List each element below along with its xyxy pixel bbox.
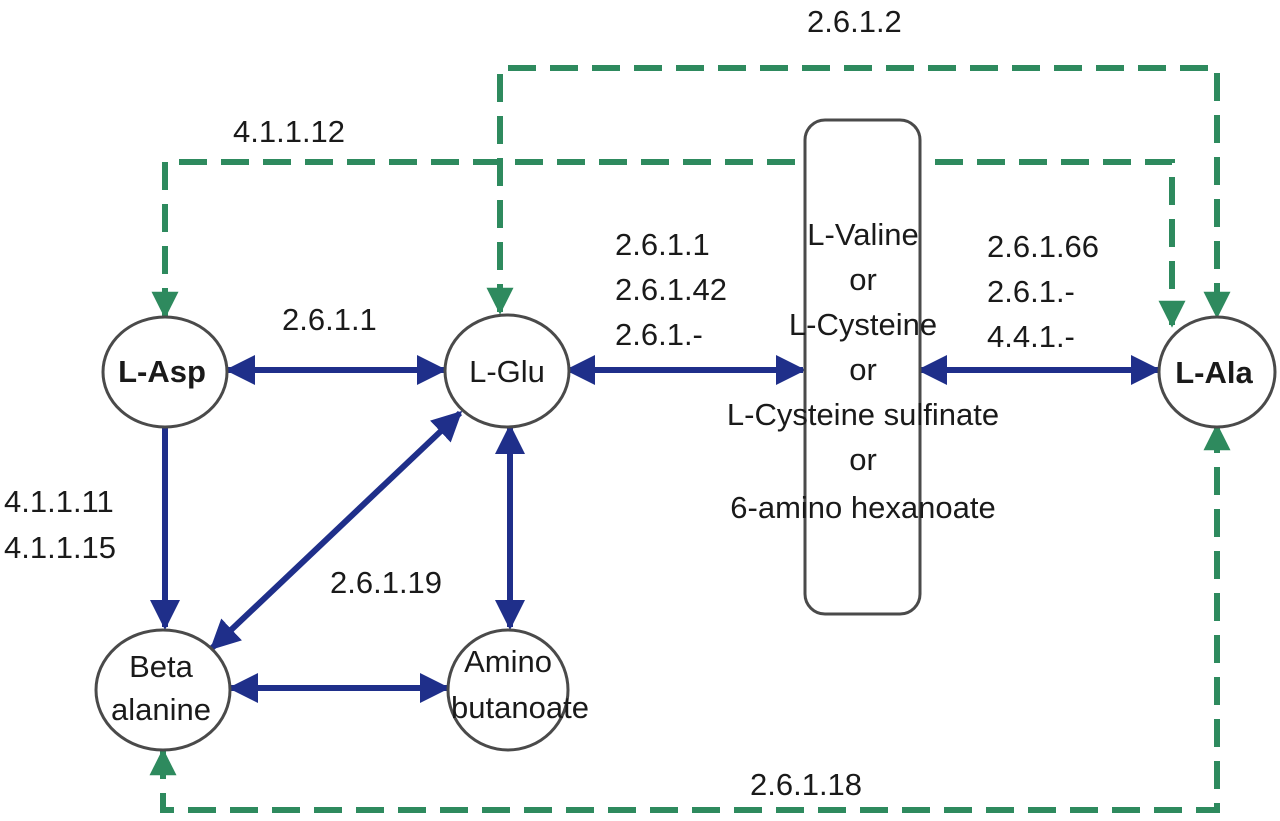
dashed-arrow-beta-ala-bottom <box>149 423 1231 813</box>
box-line-5: L-Cysteine sulfinate <box>727 397 999 432</box>
enzyme-label-glu-box-2: 2.6.1.42 <box>615 272 727 307</box>
dashed-arrow-asp-ala <box>151 159 1186 328</box>
enzyme-label-asp-glu: 2.6.1.1 <box>282 302 377 337</box>
enzyme-label-glu-box-1: 2.6.1.1 <box>615 227 710 262</box>
enzyme-label-beta-glu: 2.6.1.19 <box>330 565 442 600</box>
node-beta-alanine: Beta alanine <box>94 628 232 752</box>
enzyme-label-box-ala-1: 2.6.1.66 <box>987 229 1099 264</box>
node-amino-label-1: Amino <box>464 644 552 679</box>
node-amino-butanoate: Amino butanoate <box>446 628 589 752</box>
box-line-7: 6-amino hexanoate <box>730 490 995 525</box>
enzyme-label-asp-beta-2: 4.1.1.15 <box>4 530 116 565</box>
enzyme-label-bottom: 2.6.1.18 <box>750 767 862 802</box>
intermediate-compound-box <box>803 118 922 616</box>
node-beta-label-2: alanine <box>111 692 211 727</box>
enzyme-label-asp-ala: 4.1.1.12 <box>233 114 345 149</box>
arrow-beta-glu <box>209 410 463 651</box>
node-beta-label-1: Beta <box>129 649 194 684</box>
node-l-asp-label: L-Asp <box>118 354 206 389</box>
box-line-6: or <box>849 442 877 477</box>
enzyme-label-glu-box-3: 2.6.1.- <box>615 317 703 352</box>
node-l-glu-label: L-Glu <box>469 354 545 389</box>
node-amino-label-2: butanoate <box>451 690 589 725</box>
node-l-asp: L-Asp <box>101 315 229 429</box>
enzyme-label-box-ala-3: 4.4.1.- <box>987 319 1075 354</box>
enzyme-label-asp-beta-1: 4.1.1.11 <box>4 484 114 519</box>
enzyme-label-box-ala-2: 2.6.1.- <box>987 274 1075 309</box>
box-line-2: or <box>849 262 877 297</box>
box-line-1: L-Valine <box>807 217 918 252</box>
box-line-3: L-Cysteine <box>789 307 937 342</box>
node-l-ala: L-Ala <box>1157 315 1277 429</box>
dashed-arrow-glu-ala-top <box>486 65 1231 319</box>
enzyme-label-top: 2.6.1.2 <box>807 4 902 39</box>
box-line-4: or <box>849 352 877 387</box>
node-l-glu: L-Glu <box>443 313 571 429</box>
node-l-ala-label: L-Ala <box>1175 355 1253 390</box>
